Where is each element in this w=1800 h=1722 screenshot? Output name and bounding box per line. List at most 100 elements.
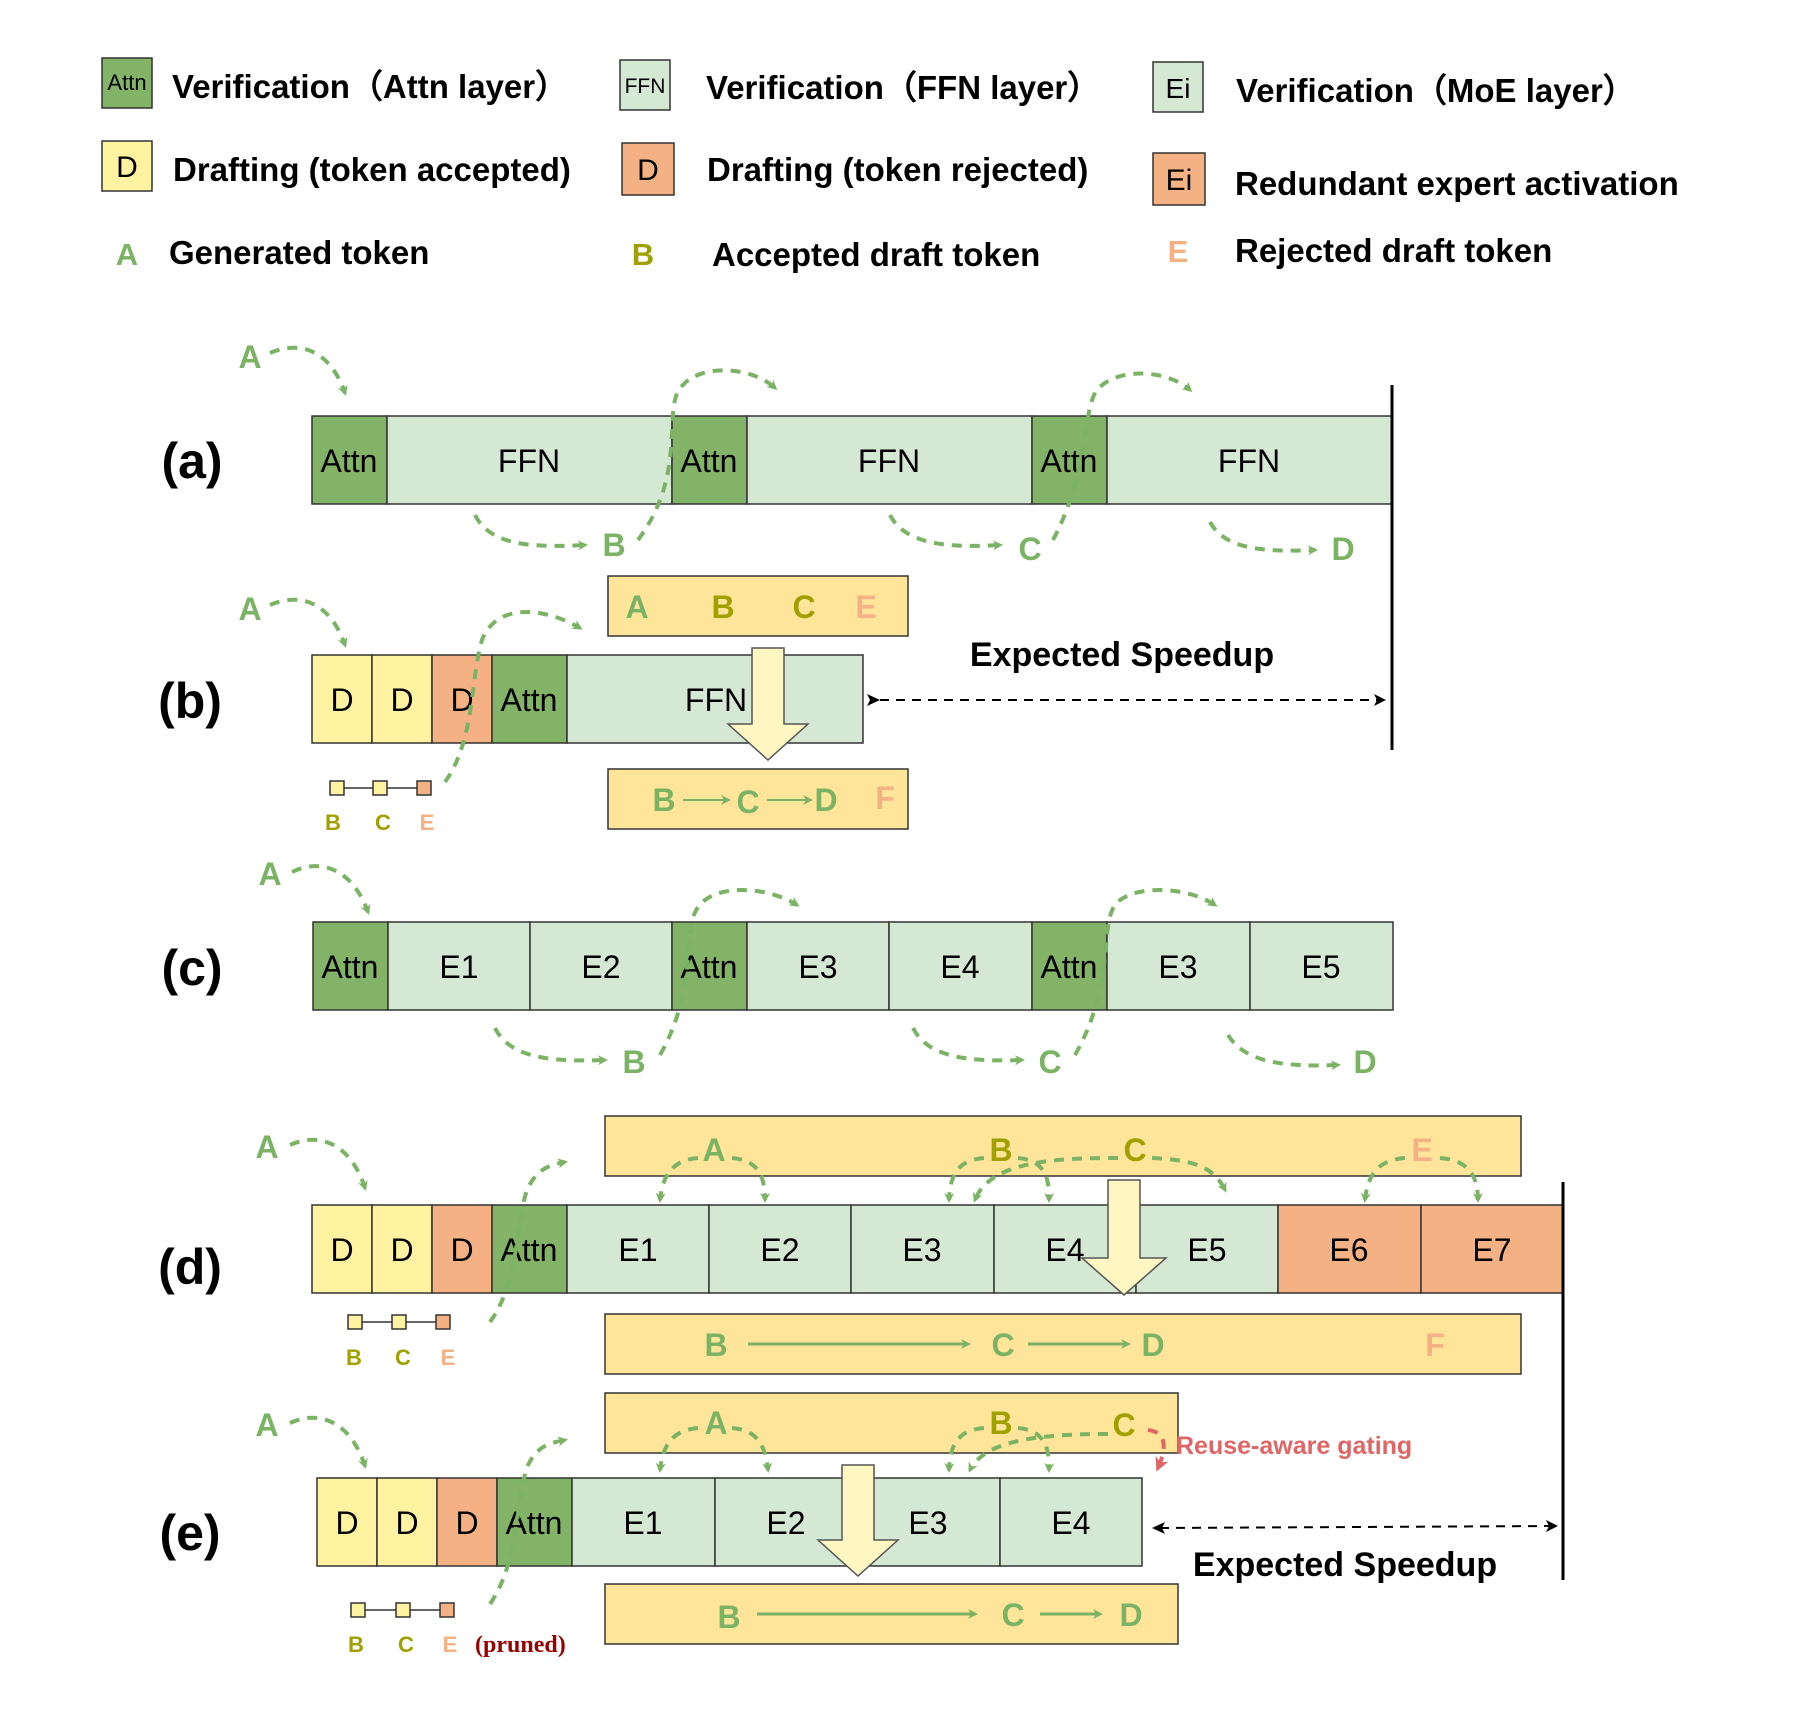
legend-rejected-chip [621, 142, 675, 196]
row-b-arrow-a-in [269, 597, 348, 648]
row-b-box-bottom [607, 768, 909, 830]
row-a-arrow-d-out [1208, 520, 1318, 556]
row-d-expert-3 [850, 1204, 995, 1294]
row-b-speedup-label: Expected Speedup [970, 636, 1274, 674]
row-e-chain-e: E [443, 1632, 458, 1657]
row-d-draft-3-text: D [450, 1232, 473, 1268]
row-b: (b) A B C E D D D Attn FFN B C D F B C E [158, 575, 1386, 835]
row-a-arrow-c-out [888, 514, 1003, 551]
row-e-expert-3-text: E3 [908, 1505, 947, 1541]
row-d-expert-7-text: E7 [1472, 1232, 1511, 1268]
legend-accepted-chip-text: D [116, 151, 138, 184]
row-d-route-a-e2 [731, 1156, 770, 1203]
row-c-token-d: D [1353, 1044, 1376, 1080]
row-d-box-top-a: A [702, 1132, 725, 1168]
row-d-expert-5 [1135, 1204, 1279, 1294]
row-d-box-top-e: E [1411, 1132, 1432, 1168]
row-d-label: (d) [158, 1239, 222, 1295]
row-c-attn-2-text: Attn [681, 949, 738, 985]
row-d-draft-2-text: D [390, 1232, 413, 1268]
row-d-expert-1-text: E1 [618, 1232, 657, 1268]
row-d-box-bottom-b: B [704, 1327, 727, 1363]
legend-accepted-label: Drafting (token accepted) [173, 151, 571, 188]
row-e-chain-node-1 [350, 1602, 366, 1618]
row-a-ffn-3 [1106, 415, 1393, 505]
legend-rejected-token-chip: E [1168, 234, 1189, 269]
row-d-expert-6-text: E6 [1329, 1232, 1368, 1268]
row-c-expert-4-text: E4 [940, 949, 979, 985]
row-e-chain-node-3 [439, 1602, 455, 1618]
legend-generated-label: Generated token [169, 234, 429, 271]
legend-ffn-chip-text: FFN [625, 75, 666, 98]
row-a-attn-2 [671, 415, 748, 505]
row-e-down-arrow [816, 1464, 900, 1578]
row-e-draft-1-text: D [335, 1505, 358, 1541]
row-b-chain-e: E [420, 810, 435, 835]
row-c-expert-3 [746, 921, 890, 1011]
row-d-route-c-e3 [972, 1156, 1119, 1203]
row-c-token-c: C [1038, 1044, 1061, 1080]
row-d-route-a-e1 [655, 1156, 699, 1203]
row-b-draft-3-text: D [450, 682, 473, 718]
row-a-ffn-3-text: FFN [1218, 443, 1280, 479]
row-e-gating-arrow [1147, 1428, 1169, 1472]
row-e-chain-node-2 [395, 1602, 411, 1618]
row-e-pruned-label: (pruned) [475, 1632, 566, 1658]
legend-attn-chip-text: Attn [107, 70, 146, 95]
row-e-box-top-b: B [989, 1405, 1012, 1441]
row-a-attn-1-text: Attn [321, 443, 378, 479]
row-a-token-c: C [1018, 531, 1041, 567]
row-e-route-a-e2 [731, 1426, 773, 1473]
row-c-attn-1 [312, 921, 389, 1011]
row-c-attn-3-text: Attn [1041, 949, 1098, 985]
row-a-attn-2-text: Attn [681, 443, 738, 479]
row-a-token-a: A [238, 339, 261, 375]
row-d-expert-2 [708, 1204, 852, 1294]
legend-attn-chip [101, 57, 153, 109]
row-d-down-arrow [1080, 1179, 1168, 1296]
row-e-token-a: A [255, 1407, 278, 1443]
row-c-arrow-c-up [1073, 888, 1218, 1056]
legend-accepted-chip [101, 140, 153, 192]
row-e-route-b-e3 [944, 1426, 985, 1473]
row-b-box-top-a: A [625, 589, 648, 625]
row-d-draft-1 [311, 1204, 373, 1294]
row-b-box-bottom-c: C [736, 784, 759, 820]
row-c-attn-1-text: Attn [322, 949, 379, 985]
row-c-arrow-b-out [493, 1027, 608, 1066]
row-e-speedup-line [1159, 1520, 1558, 1533]
row-e-box-top [604, 1392, 1179, 1454]
row-c-token-b: B [622, 1044, 645, 1080]
row-e-route-c-e3 [968, 1432, 1109, 1473]
row-e-draft-2 [376, 1477, 438, 1567]
legend-moe-chip [1152, 61, 1204, 113]
row-a-ffn-2 [746, 415, 1033, 505]
legend-moe-chip-text: Ei [1166, 73, 1191, 104]
row-c-token-a: A [258, 856, 281, 892]
row-c-expert-1 [387, 921, 531, 1011]
row-e-route-b-e4 [1017, 1426, 1055, 1473]
row-d-chain-b: B [346, 1345, 362, 1370]
row-e-label: (e) [159, 1505, 220, 1561]
row-b-chain-c: C [375, 810, 391, 835]
row-e-box-bottom-b: B [717, 1599, 740, 1635]
row-d-route-e-e7 [1439, 1156, 1483, 1203]
row-e-draft-3 [436, 1477, 498, 1567]
row-d-route-e-e6 [1360, 1156, 1406, 1203]
row-b-speedup-arrowhead-left [867, 694, 880, 706]
row-b-box-bottom-b: B [652, 782, 675, 818]
legend-redundant-chip [1152, 152, 1206, 206]
row-a-ffn-1 [386, 415, 673, 505]
row-b-box-top [607, 575, 909, 637]
row-e-box-bottom-c: C [1001, 1597, 1024, 1633]
row-b-chain-b: B [325, 810, 341, 835]
row-e-arrow-up [488, 1436, 568, 1606]
row-d-attn [491, 1204, 568, 1294]
row-c-expert-5 [1106, 921, 1251, 1011]
row-d-box-top-b: B [989, 1132, 1012, 1168]
row-d-box-top [604, 1115, 1522, 1177]
row-e-expert-4 [999, 1477, 1143, 1567]
row-a: (a) Attn FFN Attn FFN Attn FFN A B C D [161, 339, 1394, 750]
row-d-expert-6 [1277, 1204, 1422, 1294]
